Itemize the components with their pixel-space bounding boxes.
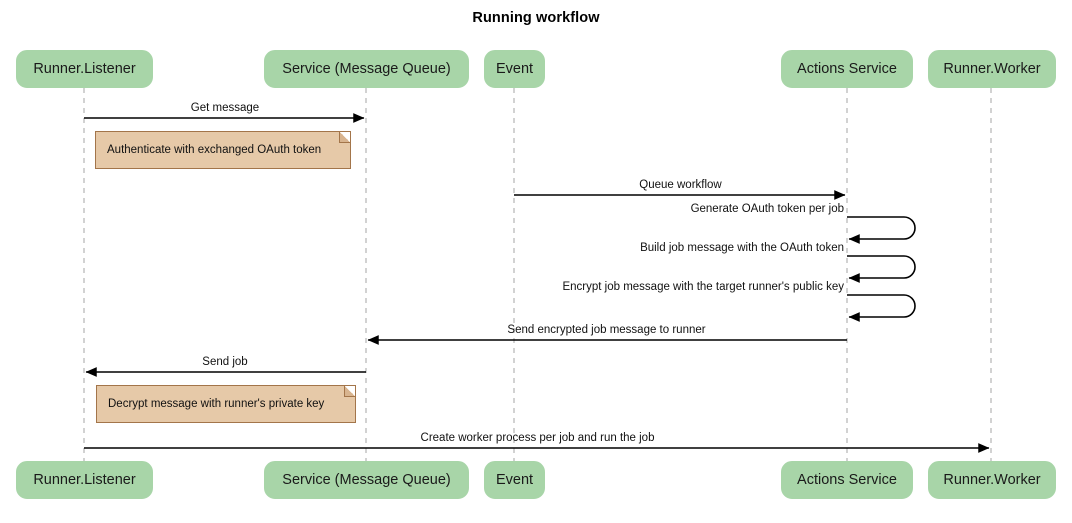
participant-actions-service-bottom[interactable]: Actions Service — [781, 461, 913, 499]
note-fold-corner-icon — [344, 386, 355, 397]
participant-runner-worker-bottom[interactable]: Runner.Worker — [928, 461, 1056, 499]
message-label-get-message: Get message — [190, 102, 260, 114]
note-text: Decrypt message with runner's private ke… — [108, 398, 325, 410]
participant-label: Runner.Listener — [33, 61, 136, 77]
message-label-generate-oauth-token-per-job: Generate OAuth token per job — [690, 203, 844, 215]
participant-runner-worker-top[interactable]: Runner.Worker — [928, 50, 1056, 88]
message-label-encrypt-job-message: Encrypt job message with the target runn… — [562, 281, 844, 293]
message-encrypt-job-message-path — [847, 294, 916, 322]
participant-label: Actions Service — [797, 472, 897, 488]
participant-label: Runner.Worker — [943, 472, 1041, 488]
note-decrypt-note: Decrypt message with runner's private ke… — [96, 385, 356, 423]
note-fold-corner-icon — [339, 132, 350, 143]
participant-actions-service-top[interactable]: Actions Service — [781, 50, 913, 88]
message-label-queue-workflow: Queue workflow — [639, 179, 722, 191]
participant-label: Runner.Worker — [943, 61, 1041, 77]
message-generate-oauth-token-per-job-path — [847, 216, 916, 244]
participant-label: Actions Service — [797, 61, 897, 77]
lifelines-layer — [83, 88, 992, 461]
participant-label: Event — [495, 472, 534, 488]
message-label-build-job-message: Build job message with the OAuth token — [640, 242, 844, 254]
participant-event-top[interactable]: Event — [484, 50, 545, 88]
participant-runner-listener-top[interactable]: Runner.Listener — [16, 50, 153, 88]
participant-label: Service (Message Queue) — [282, 61, 451, 77]
messages-layer — [84, 113, 990, 453]
message-label-create-worker-process: Create worker process per job and run th… — [420, 432, 655, 444]
participant-service-message-queue-bottom[interactable]: Service (Message Queue) — [264, 461, 469, 499]
message-label-send-encrypted-job-message: Send encrypted job message to runner — [507, 324, 706, 336]
note-authenticate-note: Authenticate with exchanged OAuth token — [95, 131, 351, 169]
participant-label: Service (Message Queue) — [282, 472, 451, 488]
participant-label: Event — [495, 61, 534, 77]
message-build-job-message-path — [847, 255, 916, 283]
note-text: Authenticate with exchanged OAuth token — [107, 144, 322, 156]
participant-service-message-queue-top[interactable]: Service (Message Queue) — [264, 50, 469, 88]
participant-event-bottom[interactable]: Event — [484, 461, 545, 499]
message-label-send-job: Send job — [202, 356, 248, 368]
page-title: Running workflow — [472, 10, 600, 26]
participant-label: Runner.Listener — [33, 472, 136, 488]
participant-runner-listener-bottom[interactable]: Runner.Listener — [16, 461, 153, 499]
